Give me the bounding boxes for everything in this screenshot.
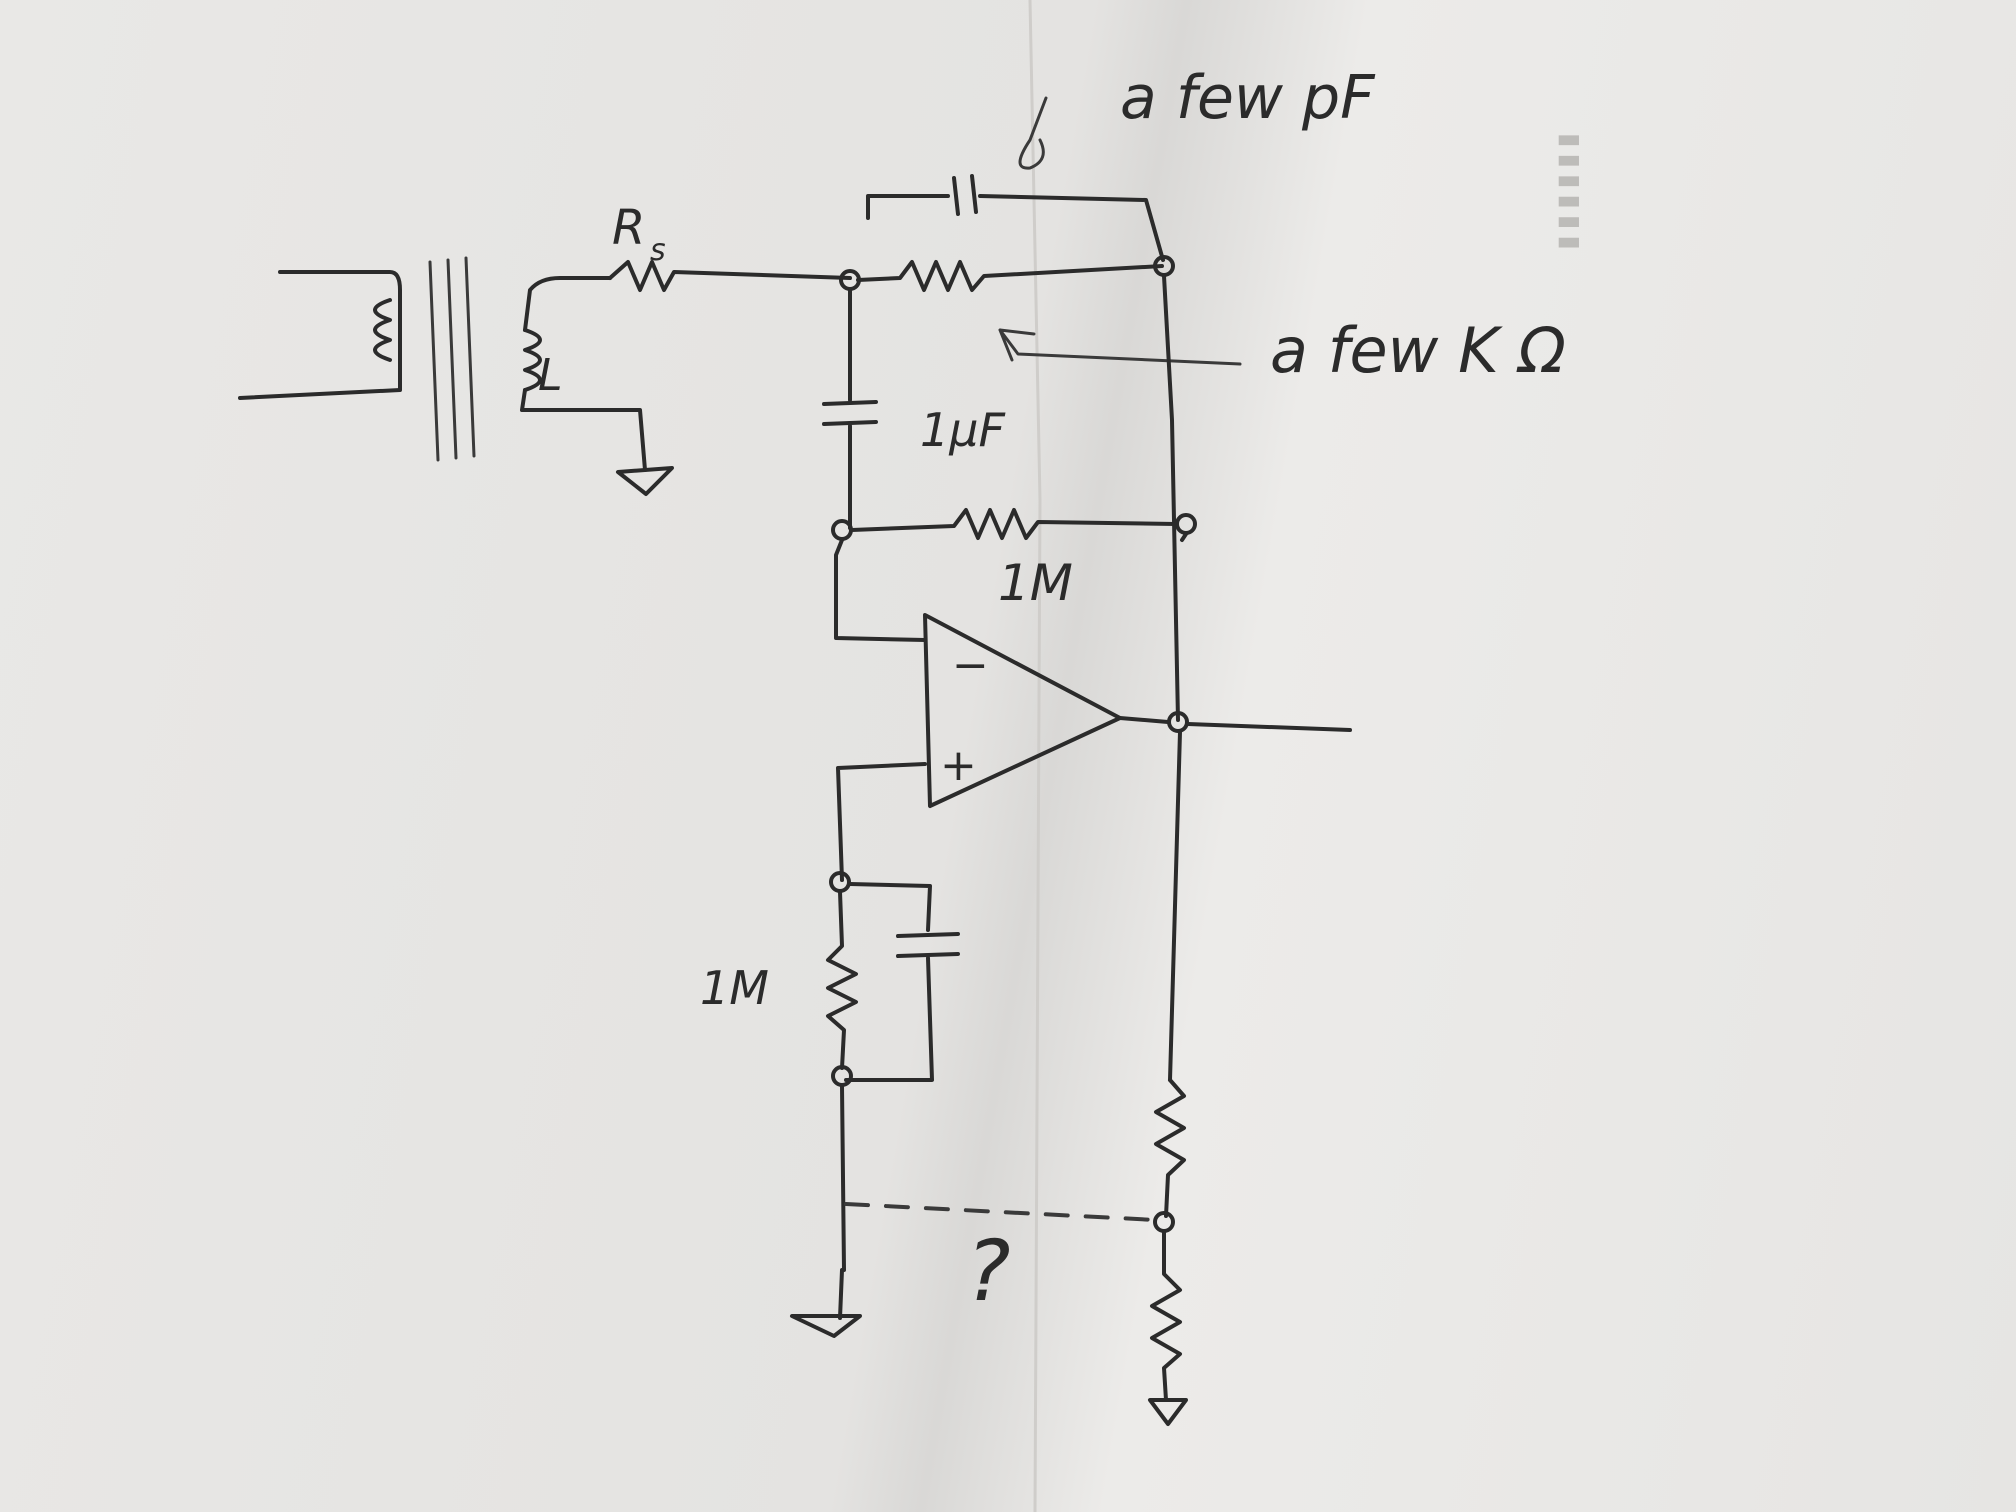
wire-bias-cap-top [848, 882, 932, 932]
ground-symbol-1 [616, 466, 674, 496]
ground-symbol-3 [1148, 1398, 1188, 1426]
wire-to-ground-2 [840, 1084, 846, 1272]
label-rs: R [612, 200, 645, 256]
label-inductor: L [538, 350, 563, 401]
wire-from-plus-input [836, 762, 927, 882]
label-rs-subscript: s [650, 233, 666, 268]
capacitor-1uf [822, 400, 878, 426]
dashed-connection [844, 1202, 1158, 1222]
opamp-triangle [923, 613, 1122, 808]
wire-to-minus-input [834, 538, 927, 642]
capacitor-few-pf [952, 174, 978, 216]
wire-bias-cap-bottom [844, 956, 934, 1082]
node-cap-res [831, 519, 853, 541]
resistor-1m-feedback [850, 508, 1178, 540]
question-mark: ? [966, 1222, 1011, 1320]
resistor-rs [608, 260, 852, 292]
capacitor-bias [896, 932, 960, 958]
wire-right-rail-upper [1162, 274, 1180, 722]
transformer [238, 256, 542, 462]
resistor-divider-top [1154, 1078, 1186, 1218]
resistor-feedback [856, 260, 1164, 292]
label-few-kohm: a few K Ω [1270, 314, 1566, 387]
wire-opamp-to-output [1118, 716, 1170, 724]
label-1m-top: 1M [998, 554, 1073, 612]
wire-right-rail-joint [1180, 532, 1188, 542]
label-1m-bottom: 1M [700, 961, 769, 1015]
wire-cap-right [978, 194, 1165, 262]
label-1uf: 1μF [920, 403, 1006, 457]
bleed-through-text: ▮▮▮▮▮▮ [1551, 130, 1591, 253]
node-feedback-mid [1175, 513, 1197, 535]
opamp-minus-label: − [952, 640, 989, 691]
wire-right-rail-lower [1168, 730, 1182, 1082]
wire-inductor-to-rs [523, 276, 612, 332]
pen-mark [1018, 96, 1048, 170]
wire-output [1186, 722, 1352, 732]
label-few-pf: a few pF [1120, 63, 1376, 133]
resistor-1m-bias [826, 890, 858, 1070]
node-divider [1153, 1211, 1175, 1233]
ground-symbol-2 [790, 1268, 862, 1338]
annotation-arrow [998, 328, 1242, 366]
wire-cap-left [866, 194, 950, 220]
resistor-divider-bottom [1150, 1230, 1182, 1402]
wire-inductor-to-ground [520, 388, 647, 472]
opamp-plus-label: + [940, 740, 977, 791]
